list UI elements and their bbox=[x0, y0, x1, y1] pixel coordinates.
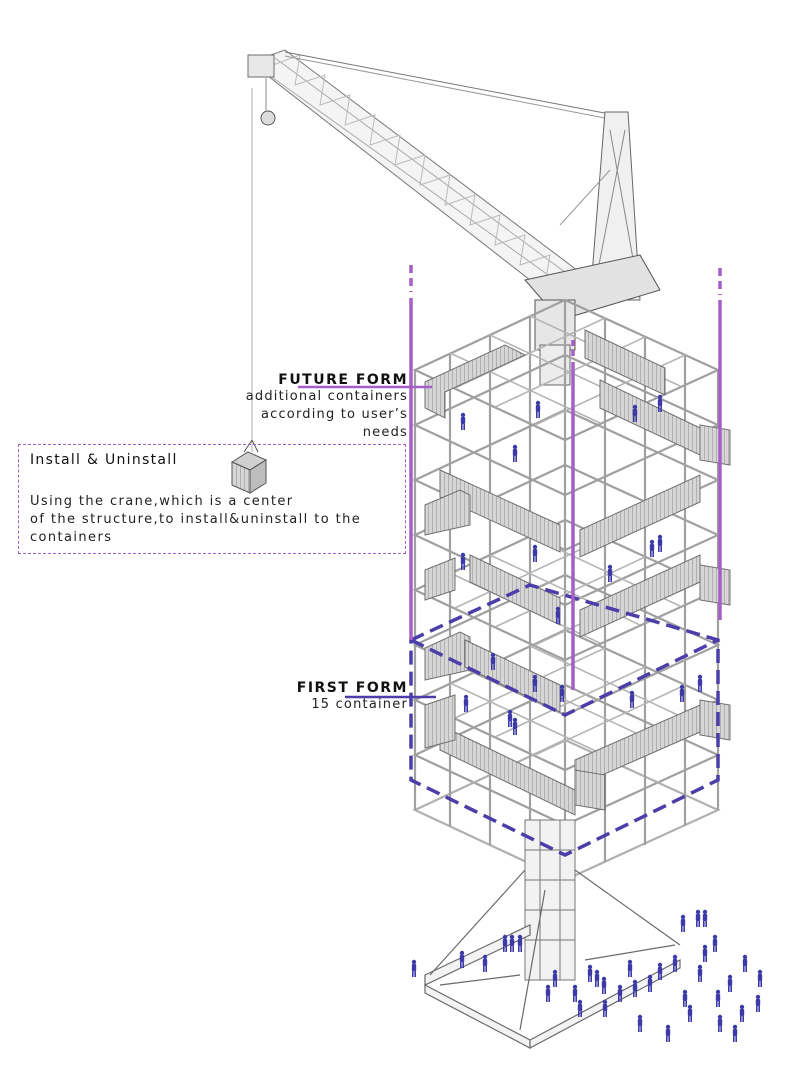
future-form-title: FUTURE FORM bbox=[278, 372, 408, 388]
first-form-line-1: 15 container bbox=[311, 697, 408, 712]
container bbox=[579, 474, 701, 558]
future-form-line-2: according to user’s needs bbox=[260, 407, 408, 440]
container bbox=[439, 469, 561, 553]
jib-head bbox=[247, 54, 275, 78]
hook-block-icon bbox=[260, 110, 276, 126]
future-form-bounds bbox=[409, 265, 722, 690]
container bbox=[699, 699, 731, 741]
containers bbox=[424, 329, 731, 816]
container bbox=[584, 329, 666, 396]
install-uninstall-callout: Install & Uninstall Using the crane,whic… bbox=[18, 444, 406, 554]
future-form-line-1: additional containers bbox=[245, 389, 408, 404]
install-body-line-1: Using the crane,which is a center bbox=[30, 494, 294, 509]
install-body-line-2: of the structure,to install&uninstall to… bbox=[30, 512, 362, 527]
first-form-outline bbox=[409, 583, 720, 857]
container bbox=[574, 769, 606, 811]
container bbox=[424, 557, 456, 601]
container bbox=[439, 724, 576, 816]
future-form-label: FUTURE FORM additional containers accord… bbox=[240, 372, 408, 442]
install-uninstall-title: Install & Uninstall bbox=[30, 452, 178, 468]
install-body-line-3: containers bbox=[30, 530, 113, 545]
first-form-label: FIRST FORM 15 container bbox=[276, 680, 408, 714]
crane-tower-core bbox=[524, 819, 576, 981]
first-form-title: FIRST FORM bbox=[296, 680, 408, 696]
container bbox=[699, 564, 731, 606]
hanging-container-icon bbox=[230, 439, 268, 494]
container bbox=[424, 344, 527, 419]
crane-mast bbox=[559, 111, 641, 301]
container bbox=[699, 424, 731, 466]
container bbox=[464, 639, 561, 713]
container bbox=[424, 489, 471, 536]
container bbox=[424, 631, 471, 681]
container bbox=[424, 694, 456, 749]
crane-jib bbox=[248, 49, 611, 316]
install-uninstall-description: Using the crane,which is a center of the… bbox=[30, 493, 400, 547]
